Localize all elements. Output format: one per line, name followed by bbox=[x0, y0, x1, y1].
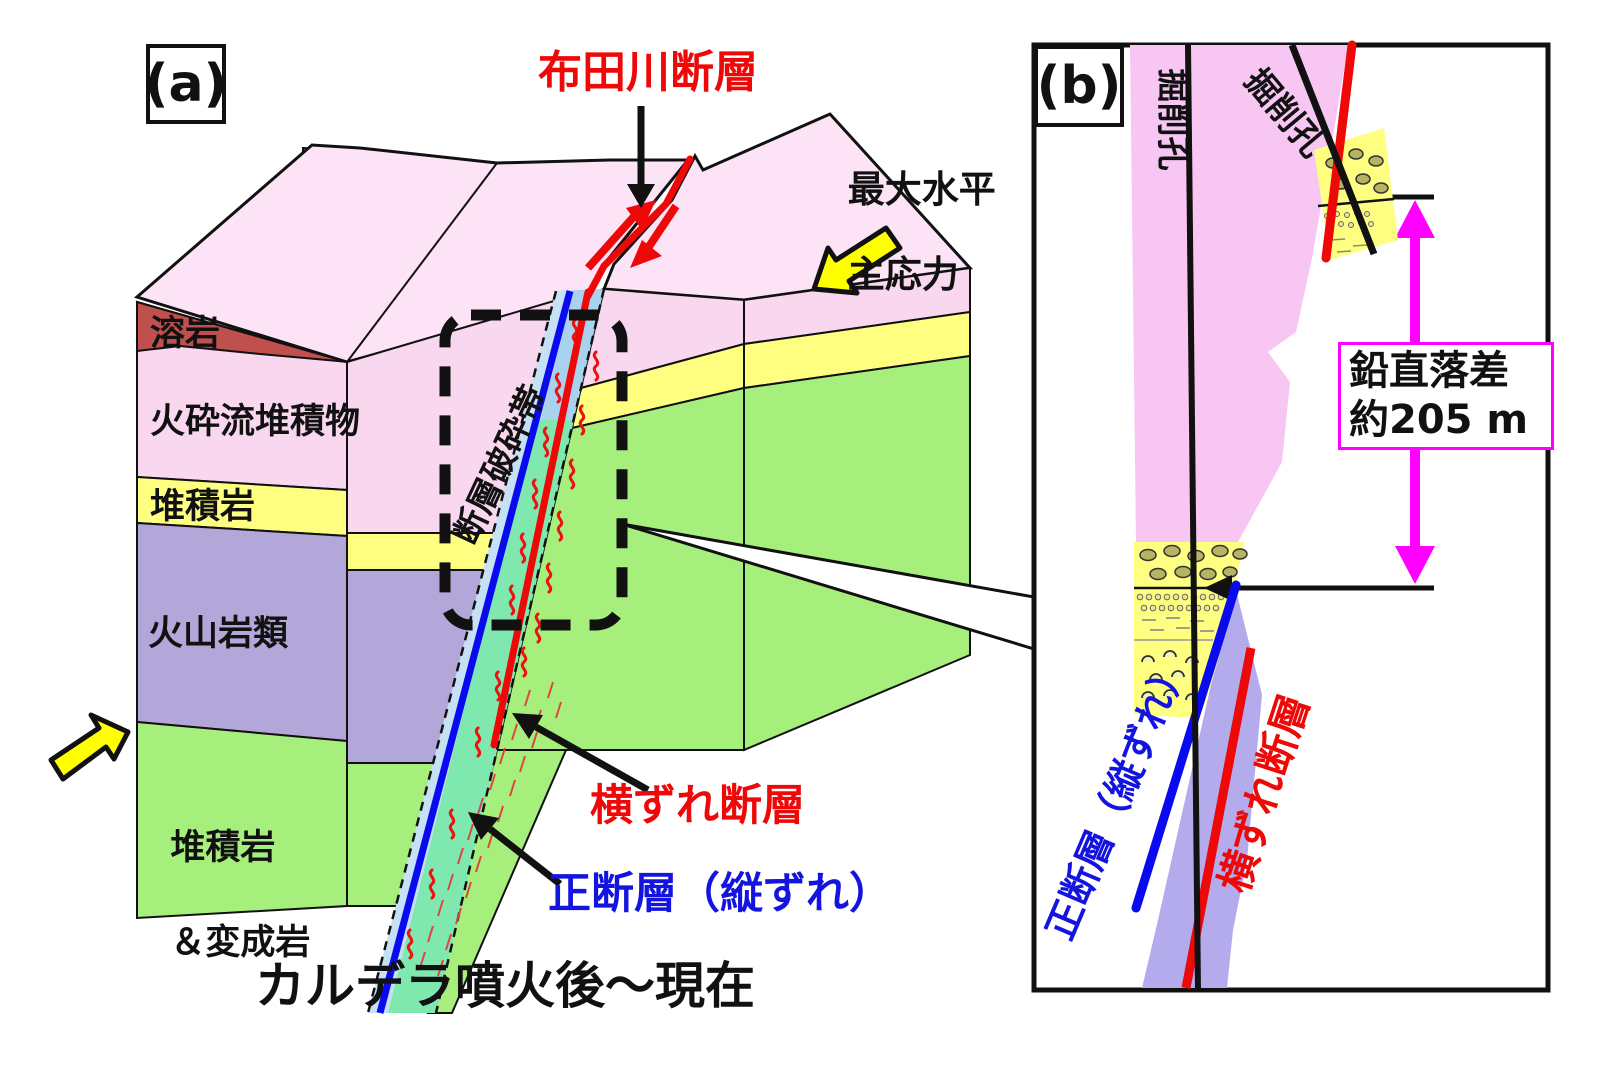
stress-label: 最大水平 主応力 bbox=[822, 126, 996, 296]
stress-arrow-icon-right bbox=[811, 225, 903, 296]
b-normal-fault-line bbox=[1131, 580, 1241, 913]
b-pink-body bbox=[1130, 45, 1348, 542]
strike-slip-label-a: 横ずれ断層 bbox=[590, 781, 805, 831]
layer-label-pyroclastic: 火砕流堆積物 bbox=[150, 402, 361, 442]
b-fault-zone-lavender bbox=[1142, 586, 1262, 988]
offset-line1: 鉛直落差 bbox=[1349, 348, 1509, 394]
normal-fault-label-a: 正断層（縦ずれ） bbox=[548, 869, 892, 919]
stress-arrow-icon-left bbox=[48, 712, 131, 782]
layer-label-volcanic: 火山岩類 bbox=[148, 614, 289, 654]
slip-arrowhead-down bbox=[630, 240, 662, 268]
vertical-borehole-line bbox=[1185, 44, 1201, 991]
caption: カルデラ噴火後～現在 bbox=[255, 957, 755, 1015]
annotation-arrows-a bbox=[468, 106, 655, 887]
slip-arrowhead-up bbox=[626, 200, 656, 230]
inclined-borehole-line bbox=[1288, 43, 1378, 256]
layer-label-lava: 溶岩 bbox=[150, 314, 221, 354]
side-face-right-block bbox=[743, 266, 971, 752]
fracture-zone-dashed-box bbox=[439, 309, 628, 631]
strike-slip-arrowhead bbox=[512, 713, 543, 739]
fault-name-label: 布田川断層 bbox=[538, 47, 758, 98]
layer-label-sedimentary: 堆積岩 bbox=[150, 487, 256, 527]
panel-a-tag: (a) bbox=[145, 44, 227, 124]
stress-line1: 最大水平 bbox=[847, 167, 996, 211]
squiggle-marks bbox=[406, 318, 600, 960]
front-face-left-column bbox=[136, 300, 348, 920]
layer-label-sed-meta: 堆積岩 ＆変成岩 bbox=[146, 778, 310, 967]
vertical-borehole-label: 掘削孔 bbox=[1152, 68, 1193, 171]
futagawa-arrowhead bbox=[627, 184, 655, 208]
strike-slip-fault-line bbox=[490, 288, 592, 749]
surface-fault-trace bbox=[584, 155, 694, 300]
panel-b-tag: (b) bbox=[1034, 45, 1124, 127]
sed-meta-line2: ＆変成岩 bbox=[170, 922, 311, 963]
vertical-offset-box: 鉛直落差 約205 m bbox=[1338, 342, 1554, 450]
normal-fault-line bbox=[376, 290, 574, 1014]
top-surface-crease bbox=[346, 162, 498, 363]
b-upper-strike-slip-line bbox=[1321, 40, 1357, 263]
stress-line2: 主応力 bbox=[847, 252, 959, 296]
normal-fault-arrowhead bbox=[468, 812, 499, 840]
sed-meta-line1: 堆積岩 bbox=[170, 828, 276, 869]
offset-line2: 約205 m bbox=[1349, 396, 1529, 443]
lower-level-arrowhead bbox=[1204, 575, 1232, 601]
